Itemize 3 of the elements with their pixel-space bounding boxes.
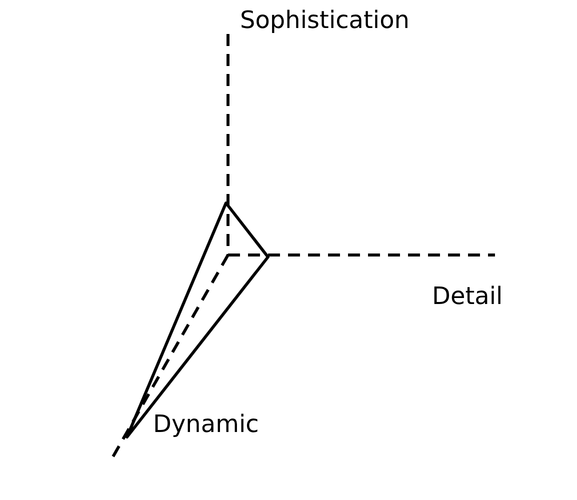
axis-label: Dynamic [153, 412, 259, 436]
axis-label: Detail [432, 284, 503, 308]
axis-label: Sophistication [240, 8, 410, 32]
